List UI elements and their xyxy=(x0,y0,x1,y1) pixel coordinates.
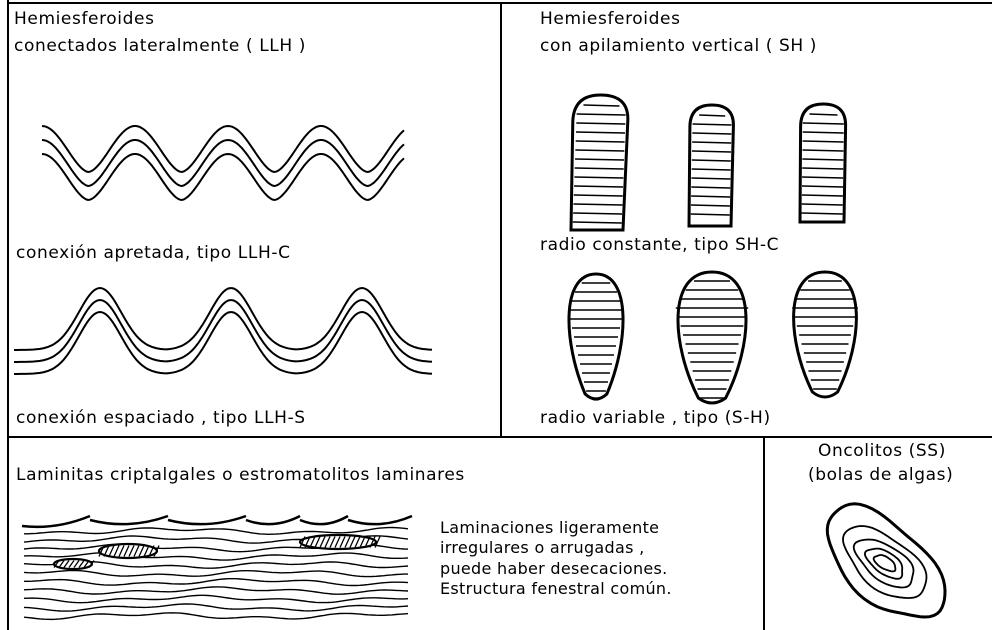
oncolite-ring-2 xyxy=(843,526,927,598)
laminite-lamina xyxy=(24,604,408,611)
note-line-1: Laminaciones ligeramente xyxy=(440,518,672,538)
llh-c-lamina-3 xyxy=(42,154,404,200)
oncolite-ring-1 xyxy=(827,504,945,617)
sh-c-lamina xyxy=(802,195,843,196)
sh-c-lamina xyxy=(803,132,844,133)
sh-c-lamina xyxy=(802,150,843,151)
llh-s-caption: conexión espaciado , tipo LLH-S xyxy=(16,409,306,429)
sh-c-lamina xyxy=(699,115,725,116)
laminites-drawing xyxy=(22,516,412,619)
sh-c-lamina xyxy=(574,177,623,178)
llh-s-waves xyxy=(14,288,432,374)
oncolites-title-line-1: Oncolitos (SS) xyxy=(818,442,946,462)
sh-c-lamina xyxy=(802,159,843,160)
note-line-4: Estructura fenestral común. xyxy=(440,579,672,599)
sh-c-lamina xyxy=(693,124,732,125)
sh-c-lamina xyxy=(573,222,622,223)
sh-c-lamina xyxy=(574,195,623,196)
laminite-lamina xyxy=(24,613,408,620)
sh-c-lamina xyxy=(802,177,843,178)
sh-c-lamina xyxy=(575,159,624,160)
sh-c-lamina xyxy=(691,187,730,188)
oncolite-drawing xyxy=(827,504,945,617)
sh-c-lamina xyxy=(809,114,837,115)
sh-c-lamina xyxy=(576,123,625,124)
sh-c-column-2 xyxy=(689,105,733,226)
llh-c-lamina-1 xyxy=(42,126,404,172)
sh-c-lamina xyxy=(576,132,625,133)
laminites-note: Laminaciones ligeramente irregulares o a… xyxy=(440,518,672,600)
laminite-lamina xyxy=(24,595,408,602)
sh-c-lamina xyxy=(583,105,619,106)
laminite-top-surface xyxy=(22,516,412,527)
sh-v-columns xyxy=(568,272,858,403)
sh-c-lamina xyxy=(802,168,843,169)
note-line-2: irregulares o arrugadas , xyxy=(440,538,672,558)
llh-s-lamina-3 xyxy=(14,312,432,374)
sh-c-lamina xyxy=(691,205,730,206)
laminite-lamina xyxy=(24,579,408,586)
sh-c-lamina xyxy=(692,133,731,134)
sh-c-lamina xyxy=(577,114,626,115)
sh-c-lamina xyxy=(691,214,730,215)
llh-c-caption: conexión apretada, tipo LLH-C xyxy=(16,244,291,264)
sh-v-body-2 xyxy=(678,272,746,403)
laminites-title: Laminitas criptalgales o estromatolitos … xyxy=(16,466,465,486)
sh-c-lamina xyxy=(574,186,623,187)
llh-title-line-1: Hemiesferoides xyxy=(14,10,155,30)
llh-title-line-2: conectados lateralmente ( LLH ) xyxy=(14,37,306,57)
sh-c-lamina xyxy=(691,196,730,197)
sh-c-columns xyxy=(571,95,846,230)
sh-c-lamina xyxy=(692,169,731,170)
sh-v-caption: radio variable , tipo (S-H) xyxy=(540,409,771,429)
sh-c-lamina xyxy=(575,168,624,169)
llh-c-waves xyxy=(42,126,404,200)
sh-c-lamina xyxy=(802,204,843,205)
sh-c-lamina xyxy=(576,141,625,142)
llh-s-lamina-2 xyxy=(14,300,432,362)
sh-c-lamina xyxy=(692,142,731,143)
sh-c-lamina xyxy=(802,213,843,214)
laminite-lamina xyxy=(24,571,408,577)
sh-c-lamina xyxy=(691,178,730,179)
oncolites-title-line-2: (bolas de algas) xyxy=(808,466,953,486)
llh-c-lamina-2 xyxy=(42,140,404,186)
sh-title-line-2: con apilamiento vertical ( SH ) xyxy=(540,37,817,57)
sh-title-line-1: Hemiesferoides xyxy=(540,10,681,30)
laminite-lamina xyxy=(24,528,408,535)
sh-c-lamina xyxy=(692,160,731,161)
sh-c-lamina xyxy=(573,204,622,205)
sh-c-caption: radio constante, tipo SH-C xyxy=(540,236,779,256)
laminite-lamina xyxy=(24,587,408,594)
note-line-3: puede haber desecaciones. xyxy=(440,559,672,579)
sh-c-lamina xyxy=(803,141,844,142)
sh-c-lamina xyxy=(803,123,844,124)
sh-c-lamina xyxy=(802,186,843,187)
sh-c-lamina xyxy=(692,151,731,152)
sh-c-lamina xyxy=(575,150,624,151)
sh-c-lamina xyxy=(573,213,622,214)
